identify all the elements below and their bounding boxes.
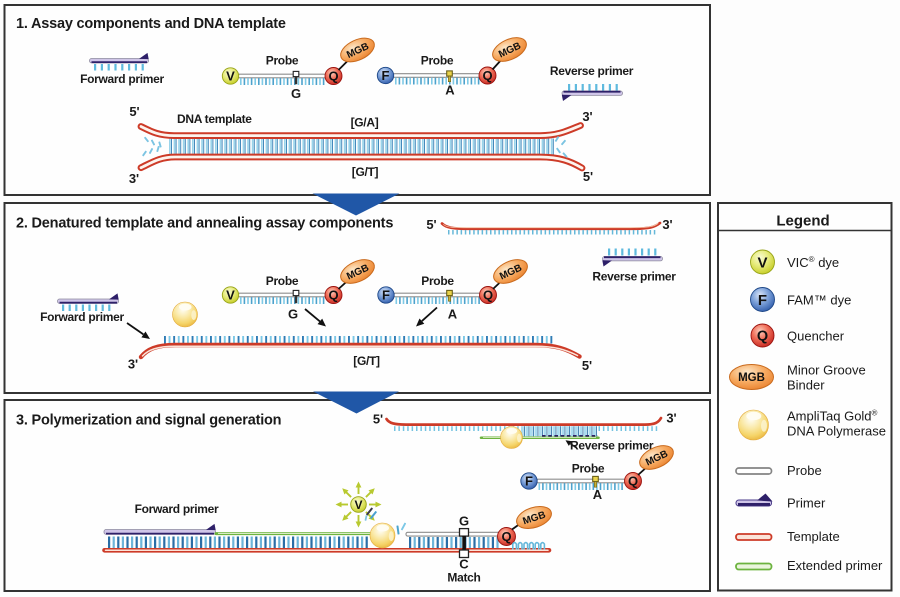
svg-text:3': 3' [129,171,139,186]
svg-text:3. Polymerization and signal g: 3. Polymerization and signal generation [16,413,281,429]
svg-text:F: F [758,292,767,309]
svg-text:Binder: Binder [787,378,825,393]
svg-text:5': 5' [583,169,593,184]
svg-text:Forward primer: Forward primer [135,502,219,516]
svg-text:Quencher: Quencher [787,329,845,344]
svg-text:V: V [226,69,235,84]
svg-text:MGB: MGB [738,372,765,384]
svg-text:V: V [354,498,362,512]
svg-text:Reverse primer: Reverse primer [570,439,654,453]
svg-text:Template: Template [787,529,840,544]
svg-text:Probe: Probe [421,274,454,288]
svg-text:Forward primer: Forward primer [40,310,124,324]
svg-text:Match: Match [447,571,480,585]
svg-text:Q: Q [482,68,492,83]
svg-text:Primer: Primer [787,496,826,511]
svg-text:DNA template: DNA template [177,112,252,126]
svg-text:1. Assay components and DNA te: 1. Assay components and DNA template [16,16,286,32]
svg-text:Q: Q [628,474,638,489]
svg-text:Legend: Legend [776,213,829,230]
svg-text:3': 3' [128,357,138,372]
svg-text:2. Denatured template and anne: 2. Denatured template and annealing assa… [16,216,393,232]
svg-text:[G/T]: [G/T] [352,165,379,179]
svg-text:5': 5' [426,217,436,232]
svg-text:Forward primer: Forward primer [80,72,164,86]
svg-text:Probe: Probe [266,54,299,68]
svg-text:Q: Q [483,288,493,303]
svg-text:5': 5' [582,358,592,373]
svg-text:AmpliTaq Gold®: AmpliTaq Gold® [787,409,878,424]
svg-text:[G/A]: [G/A] [351,116,379,130]
svg-text:G: G [291,86,301,101]
svg-text:DNA Polymerase: DNA Polymerase [787,424,886,439]
svg-text:VIC® dye: VIC® dye [787,255,839,270]
svg-text:F: F [525,474,533,489]
svg-text:Extended primer: Extended primer [787,558,883,573]
svg-text:V: V [226,288,235,303]
svg-text:3': 3' [662,217,672,232]
svg-text:Q: Q [328,288,338,303]
svg-text:Q: Q [757,329,768,345]
svg-text:[G/T]: [G/T] [353,354,380,368]
svg-text:Probe: Probe [266,274,299,288]
svg-text:3': 3' [666,411,676,426]
svg-text:C: C [459,557,469,572]
svg-text:A: A [445,83,455,98]
svg-text:Q: Q [328,69,338,84]
svg-text:F: F [382,288,390,303]
svg-text:FAM™ dye: FAM™ dye [787,293,851,308]
svg-text:Probe: Probe [787,463,822,478]
svg-text:Q: Q [501,529,511,544]
svg-text:5': 5' [373,412,383,427]
svg-text:Minor Groove: Minor Groove [787,363,866,378]
svg-text:3': 3' [582,109,592,124]
svg-text:G: G [288,307,298,322]
svg-text:Probe: Probe [421,54,454,68]
svg-text:F: F [382,68,390,83]
svg-text:5': 5' [129,104,139,119]
svg-text:A: A [593,487,603,502]
svg-text:Reverse primer: Reverse primer [592,270,676,284]
svg-text:A: A [448,307,458,322]
svg-text:G: G [459,514,469,529]
svg-text:Reverse primer: Reverse primer [550,64,634,78]
svg-text:Probe: Probe [572,462,605,476]
svg-text:V: V [757,254,767,271]
